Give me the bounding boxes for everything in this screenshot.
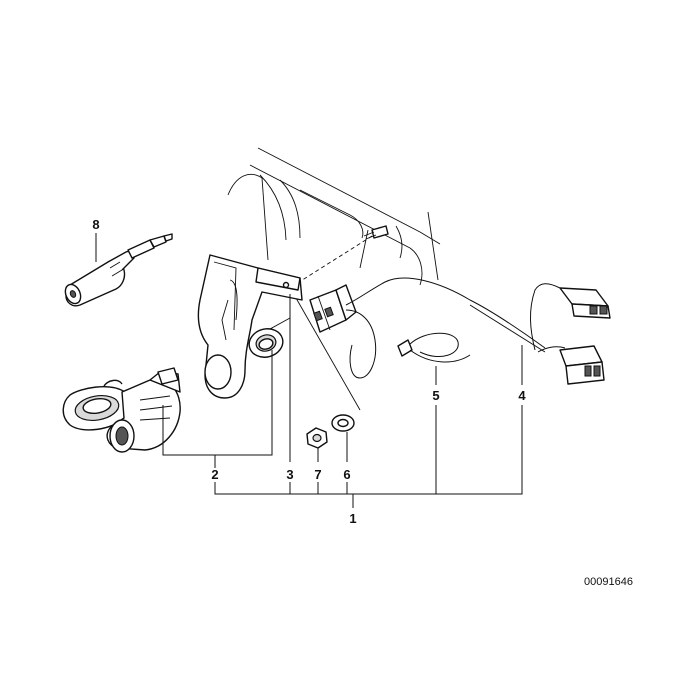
callout-3: 3 xyxy=(286,467,293,482)
part-4-connector-upper xyxy=(559,287,611,319)
part-5-cable-tie xyxy=(397,332,471,363)
callout-7: 7 xyxy=(314,467,321,482)
part-2-mounting-bracket xyxy=(197,254,303,399)
callout-5: 5 xyxy=(432,388,439,403)
callout-4: 4 xyxy=(518,388,526,403)
part-4-connector-lower xyxy=(559,345,605,385)
document-number: 00091646 xyxy=(584,576,633,588)
harness-connector-center xyxy=(309,284,357,333)
callout-1: 1 xyxy=(349,511,356,526)
part-6-washer xyxy=(331,414,355,432)
vehicle-structure-outline xyxy=(227,147,441,286)
mounting-screw xyxy=(363,225,389,240)
callout-8: 8 xyxy=(92,217,99,232)
part-7-hex-nut xyxy=(306,427,328,449)
part-3-grommet-ring xyxy=(248,328,284,358)
callout-2: 2 xyxy=(211,467,218,482)
part-8-plug-adapter xyxy=(64,233,173,307)
part-4-wiring-harness xyxy=(345,277,566,379)
leader-lines xyxy=(95,233,523,508)
alignment-guides xyxy=(249,235,373,411)
part-2-socket-assembly xyxy=(62,367,181,453)
callout-6: 6 xyxy=(343,467,350,482)
